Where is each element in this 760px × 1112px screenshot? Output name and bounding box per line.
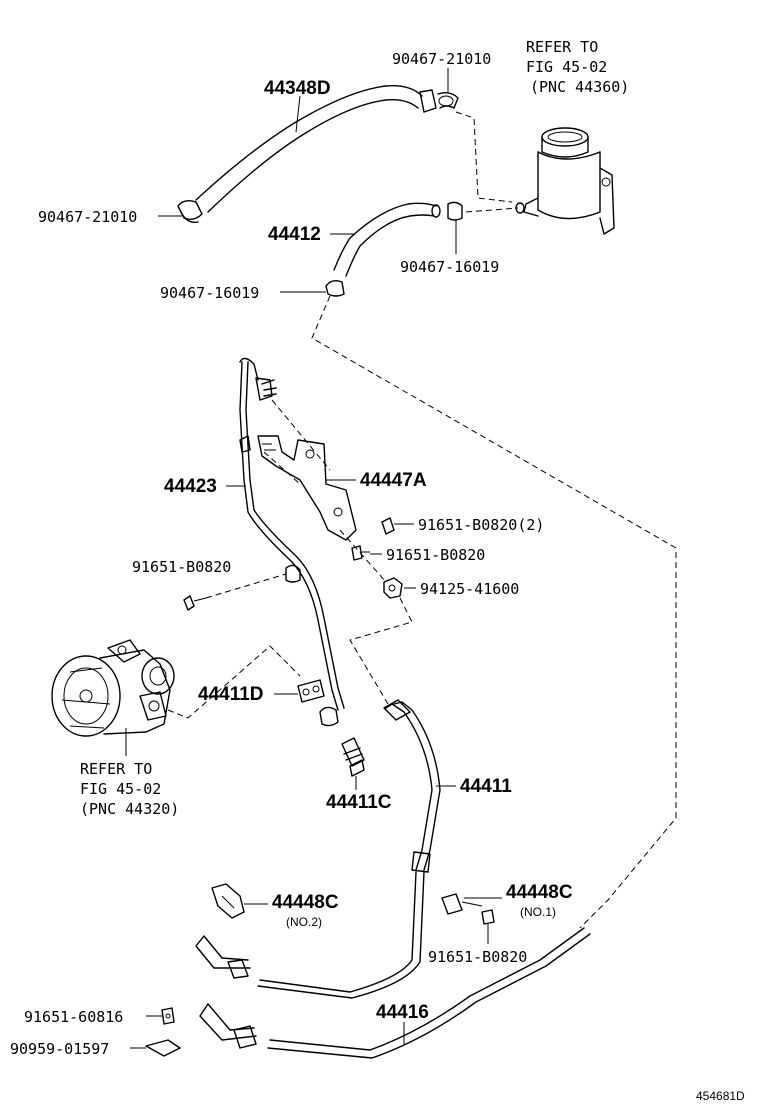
power-steering-pump	[51, 639, 175, 756]
reservoir-tank	[515, 127, 615, 235]
label-91651-60816: 91651-60816	[24, 1008, 123, 1026]
label-90467-16019-left: 90467-16019	[160, 284, 259, 302]
gasket-44411D	[297, 679, 325, 703]
label-refer-top-line3: (PNC 44360)	[530, 78, 629, 96]
label-44423: 44423	[164, 476, 217, 497]
label-90467-16019-right: 90467-16019	[400, 258, 499, 276]
hose-44412	[325, 201, 463, 297]
dash-fitting-to-bracket	[271, 399, 331, 471]
bracket-44447A	[257, 435, 357, 541]
label-44448C-no2: 44448C	[272, 892, 339, 913]
bolt-91651-B0820-2	[381, 517, 402, 535]
dash-bracket-holes	[263, 451, 301, 485]
label-44447A: 44447A	[360, 470, 427, 491]
dash-44412-to-tank	[465, 207, 519, 213]
label-refer-top-line2: FIG 45-02	[526, 58, 607, 76]
clamp-44448C-no1	[441, 893, 495, 925]
label-no1: (NO.1)	[520, 905, 556, 919]
label-91651-B0820-left: 91651-B0820	[132, 558, 231, 576]
label-91651-B0820-bot: 91651-B0820	[428, 948, 527, 966]
dash-nut-to-hose	[349, 597, 413, 705]
label-90467-21010-left: 90467-21010	[38, 208, 137, 226]
label-90959-01597: 90959-01597	[10, 1040, 109, 1058]
label-44348D: 44348D	[264, 78, 331, 99]
dash-clamp-down	[311, 295, 677, 929]
bolt-91651-B0820-left	[183, 595, 207, 611]
clamp-44448C-no2	[211, 883, 245, 919]
label-44448C-no1: 44448C	[506, 882, 573, 903]
label-refer-bot-line2: FIG 45-02	[80, 780, 161, 798]
label-refer-bot-line3: (PNC 44320)	[80, 800, 179, 818]
return-tube-44416	[199, 927, 591, 1059]
label-refer-bot-line1: REFER TO	[80, 760, 152, 778]
label-90467-21010-top: 90467-21010	[392, 50, 491, 68]
dash-pump-to-44411D	[167, 645, 301, 719]
leader-44348D	[295, 95, 301, 133]
dash-nut-to-bracket	[339, 529, 387, 583]
dash-top-clamp-to-tank	[455, 111, 513, 203]
hose-44348D	[177, 85, 459, 224]
label-44411C: 44411C	[326, 792, 392, 813]
label-94125-41600: 94125-41600	[420, 580, 519, 598]
label-44412: 44412	[268, 224, 321, 245]
label-refer-top-line1: REFER TO	[526, 38, 598, 56]
nut-94125-41600	[383, 577, 403, 599]
tube-44423	[239, 357, 345, 727]
bolt-91651-60816	[161, 1007, 175, 1025]
label-91651-B0820-2: 91651-B0820(2)	[418, 516, 544, 534]
label-no2: (NO.2)	[286, 915, 322, 929]
diagram-id: 454681D	[696, 1089, 745, 1103]
clip-90959-01597	[145, 1039, 181, 1057]
label-44411D: 44411D	[198, 684, 264, 705]
dash-bolt-to-clamp	[205, 573, 287, 599]
label-44416: 44416	[376, 1002, 429, 1023]
label-44411: 44411	[460, 776, 512, 797]
label-91651-B0820-mid: 91651-B0820	[386, 546, 485, 564]
pressure-hose-44411	[195, 699, 441, 999]
bolt-91651-B0820-mid	[351, 545, 370, 561]
union-bolt-44411C	[341, 737, 365, 777]
